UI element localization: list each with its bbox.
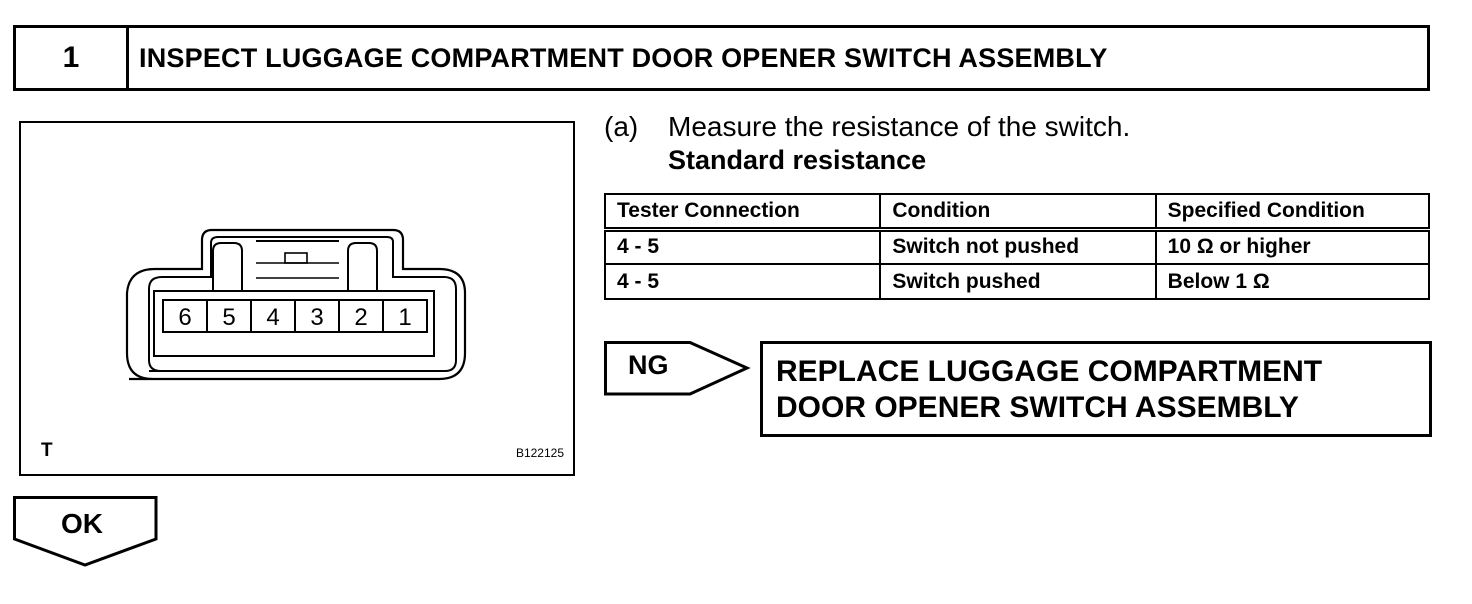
step-title: INSPECT LUGGAGE COMPARTMENT DOOR OPENER … bbox=[139, 42, 1108, 73]
result-line: DOOR OPENER SWITCH ASSEMBLY bbox=[776, 391, 1299, 424]
pin-label: 6 bbox=[178, 304, 191, 331]
column-header: Tester Connection bbox=[603, 193, 882, 232]
step-header: 1 INSPECT LUGGAGE COMPARTMENT DOOR OPENE… bbox=[13, 25, 1430, 91]
pin-label: 3 bbox=[310, 304, 323, 331]
pin-label: 2 bbox=[354, 304, 367, 331]
pin-label: 1 bbox=[398, 304, 411, 331]
latch-tab-left bbox=[212, 242, 243, 291]
connector-figure: 6 5 4 3 2 1 T B122125 bbox=[19, 121, 575, 476]
table-cell: Below 1 Ω bbox=[1154, 263, 1431, 300]
table-header-row: Tester Connection Condition Specified Co… bbox=[603, 193, 1431, 232]
standard-resistance-label: Standard resistance bbox=[668, 145, 927, 175]
ng-result-box: REPLACE LUGGAGE COMPARTMENT DOOR OPENER … bbox=[760, 341, 1432, 437]
table-cell: Switch pushed bbox=[879, 263, 1157, 300]
ok-arrow-icon bbox=[13, 496, 158, 567]
column-header: Condition bbox=[879, 193, 1157, 232]
table-cell: Switch not pushed bbox=[879, 228, 1157, 265]
table-cell: 10 Ω or higher bbox=[1154, 228, 1431, 265]
instruction-text: Measure the resistance of the switch. bbox=[668, 111, 1131, 142]
ng-arrow-icon bbox=[604, 341, 751, 396]
pin-housing bbox=[153, 290, 435, 357]
instruction-label: (a) bbox=[604, 111, 639, 142]
table-cell: 4 - 5 bbox=[603, 263, 882, 300]
ng-label: NG bbox=[628, 350, 669, 380]
spec-table: Tester Connection Condition Specified Co… bbox=[603, 193, 1431, 300]
table-row: 4 - 5 Switch not pushed 10 Ω or higher bbox=[603, 228, 1431, 265]
ok-label: OK bbox=[61, 508, 103, 539]
result-line: REPLACE LUGGAGE COMPARTMENT bbox=[776, 355, 1323, 388]
pin-row: 6 5 4 3 2 1 bbox=[162, 299, 428, 333]
latch-key bbox=[284, 252, 308, 264]
figure-view-letter: T bbox=[41, 440, 53, 461]
table-row: 4 - 5 Switch pushed Below 1 Ω bbox=[603, 263, 1431, 300]
latch-tab-right bbox=[347, 242, 378, 291]
pin-label: 5 bbox=[222, 304, 235, 331]
table-cell: 4 - 5 bbox=[603, 228, 882, 265]
connector-inner-outline bbox=[148, 236, 457, 372]
connector-housing bbox=[125, 228, 467, 381]
column-header: Specified Condition bbox=[1154, 193, 1431, 232]
connector-diagram: 6 5 4 3 2 1 bbox=[125, 228, 467, 381]
step-number: 1 bbox=[16, 28, 129, 88]
pin-label: 4 bbox=[266, 304, 279, 331]
figure-code: B122125 bbox=[515, 446, 564, 460]
